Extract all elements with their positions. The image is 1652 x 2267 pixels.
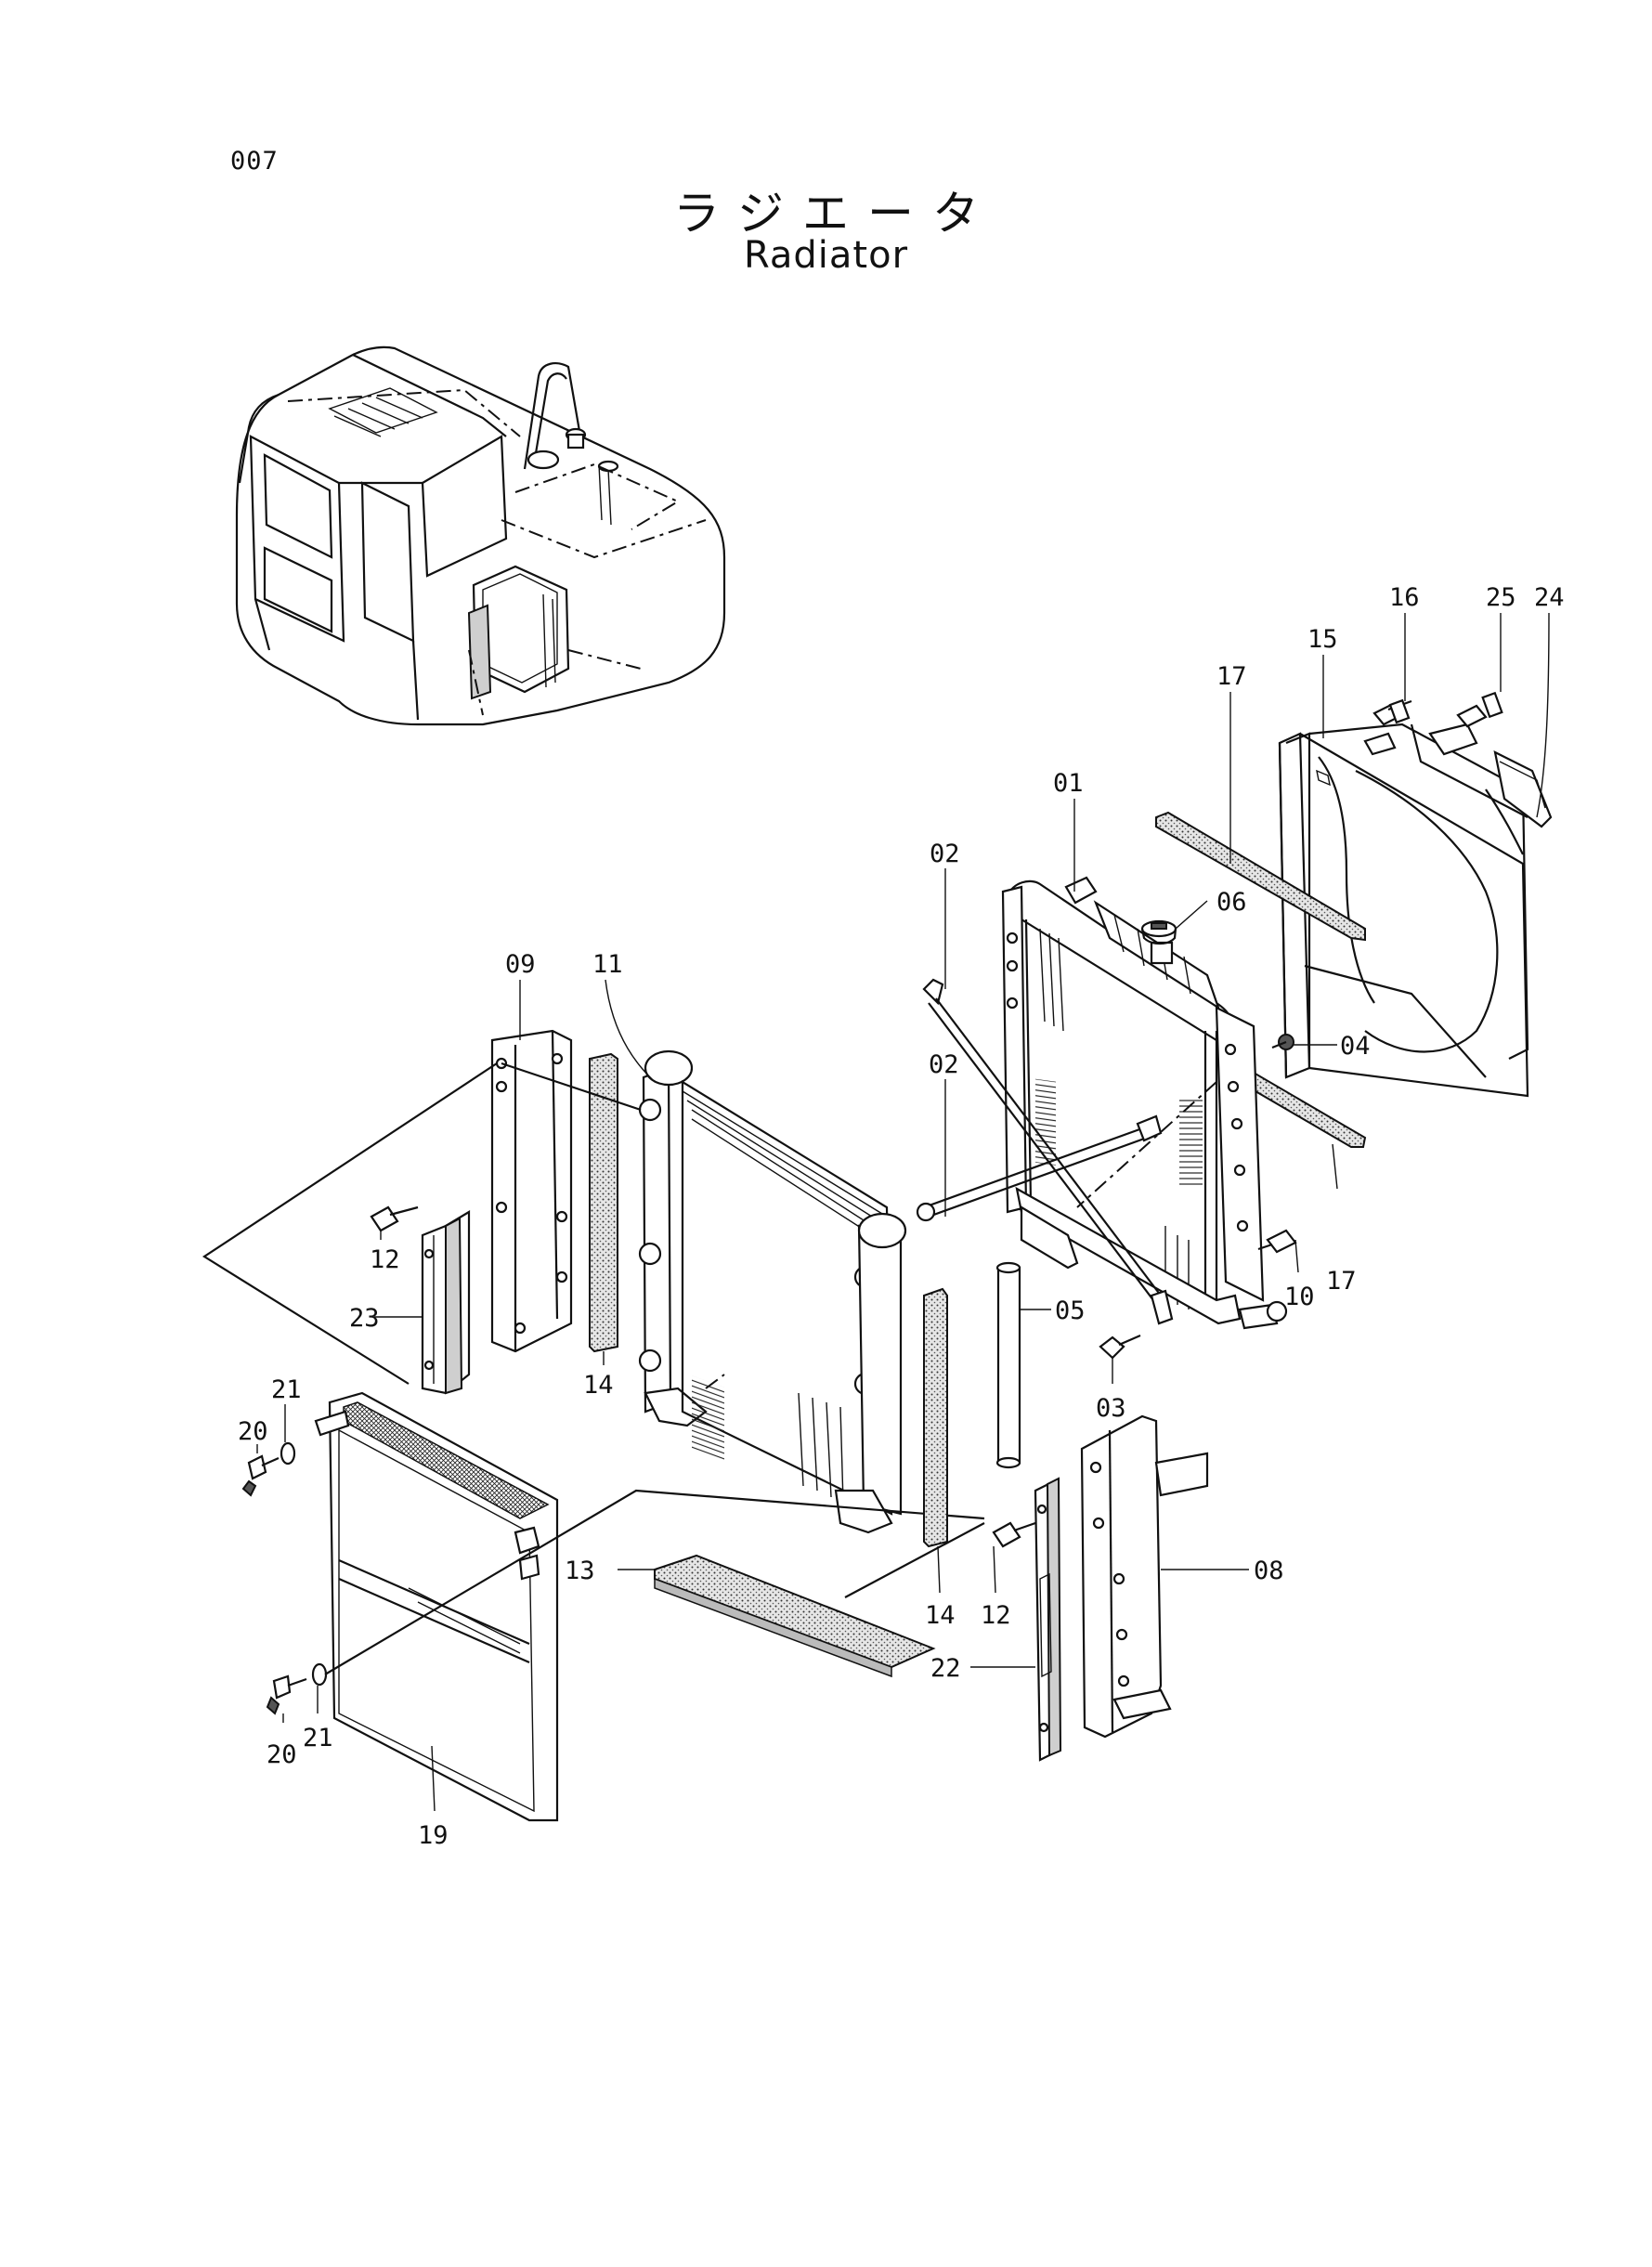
label-part-23: 23 bbox=[349, 1304, 380, 1333]
label-part-15: 15 bbox=[1307, 625, 1338, 654]
leader-lines bbox=[256, 612, 1550, 1812]
label-part-01: 01 bbox=[1053, 769, 1084, 798]
label-part-06: 06 bbox=[1216, 888, 1247, 917]
label-part-14b: 14 bbox=[925, 1601, 956, 1630]
part-20-wing-bolt-upper bbox=[241, 1454, 280, 1497]
label-part-04: 04 bbox=[1340, 1032, 1371, 1061]
part-21-washer-lower bbox=[311, 1662, 328, 1687]
machine-overview-illustration bbox=[235, 345, 726, 726]
part-23-seal-plate bbox=[421, 1210, 471, 1395]
label-part-21b: 21 bbox=[303, 1724, 333, 1752]
part-12-bolt-left bbox=[370, 1205, 419, 1232]
label-part-24: 24 bbox=[1534, 583, 1565, 612]
label-part-09: 09 bbox=[505, 950, 536, 979]
part-03-bolt bbox=[1099, 1334, 1141, 1360]
label-part-03: 03 bbox=[1096, 1394, 1126, 1423]
label-part-19: 19 bbox=[418, 1821, 449, 1850]
part-08-side-bracket bbox=[1080, 1414, 1209, 1739]
page-title-japanese: ラジエータ bbox=[673, 187, 997, 241]
part-02-stay-long bbox=[922, 978, 1174, 1325]
label-part-21a: 21 bbox=[271, 1375, 302, 1404]
part-17-rubber-strip-lower bbox=[1243, 1071, 1367, 1148]
part-14-rubber-block-right bbox=[923, 1287, 948, 1548]
label-part-11: 11 bbox=[592, 950, 623, 979]
label-part-17a: 17 bbox=[1216, 662, 1247, 691]
part-06-radiator-cap bbox=[1140, 919, 1177, 945]
part-10-bolt bbox=[1257, 1229, 1297, 1254]
label-part-12a: 12 bbox=[370, 1245, 400, 1274]
part-05-hose bbox=[995, 1261, 1021, 1469]
part-01-radiator bbox=[1001, 876, 1288, 1330]
label-part-20a: 20 bbox=[238, 1417, 268, 1446]
assembly-line-left bbox=[202, 1062, 498, 1385]
label-part-16: 16 bbox=[1389, 583, 1420, 612]
part-13-bottom-seal bbox=[654, 1554, 936, 1678]
assembly-line-bracket-to-cooler bbox=[501, 1062, 642, 1112]
part-19-screen bbox=[314, 1391, 559, 1822]
label-part-08: 08 bbox=[1254, 1557, 1284, 1585]
part-11-oil-cooler bbox=[638, 1049, 907, 1534]
part-17-rubber-strip-upper bbox=[1155, 811, 1366, 942]
part-16-bolt bbox=[1372, 698, 1412, 726]
label-part-05: 05 bbox=[1055, 1296, 1086, 1325]
label-part-10: 10 bbox=[1284, 1283, 1315, 1311]
part-22-seal-plate bbox=[1034, 1477, 1062, 1762]
page-number: 007 bbox=[230, 147, 279, 176]
part-04-bolt bbox=[1271, 1034, 1294, 1050]
assembly-line-radiator bbox=[1076, 1081, 1217, 1208]
part-02-stay-short bbox=[916, 1114, 1163, 1222]
label-part-22: 22 bbox=[930, 1654, 961, 1683]
label-part-02a: 02 bbox=[930, 840, 960, 868]
radiator-location-highlight bbox=[467, 565, 570, 700]
label-part-02b: 02 bbox=[929, 1050, 959, 1079]
part-25-bolt bbox=[1456, 691, 1503, 728]
part-21-washer-upper bbox=[280, 1441, 296, 1466]
label-part-20b: 20 bbox=[267, 1740, 297, 1769]
part-09-side-bracket bbox=[490, 1029, 573, 1353]
assembly-line-bottom bbox=[844, 1522, 985, 1598]
label-part-13: 13 bbox=[565, 1557, 595, 1585]
part-14-rubber-block-left bbox=[589, 1052, 618, 1353]
part-20-wing-bolt-lower bbox=[266, 1674, 307, 1715]
label-part-25: 25 bbox=[1486, 583, 1516, 612]
page-title-english: Radiator bbox=[743, 234, 909, 277]
part-12-bolt-right bbox=[992, 1521, 1036, 1548]
label-part-17b: 17 bbox=[1326, 1267, 1357, 1296]
part-number-labels: 01 02 02 03 04 05 06 08 09 10 11 12 12 1… bbox=[238, 583, 1565, 1850]
label-part-14a: 14 bbox=[583, 1371, 614, 1400]
assembly-line-screen bbox=[324, 1489, 985, 1675]
label-part-12b: 12 bbox=[981, 1601, 1011, 1630]
